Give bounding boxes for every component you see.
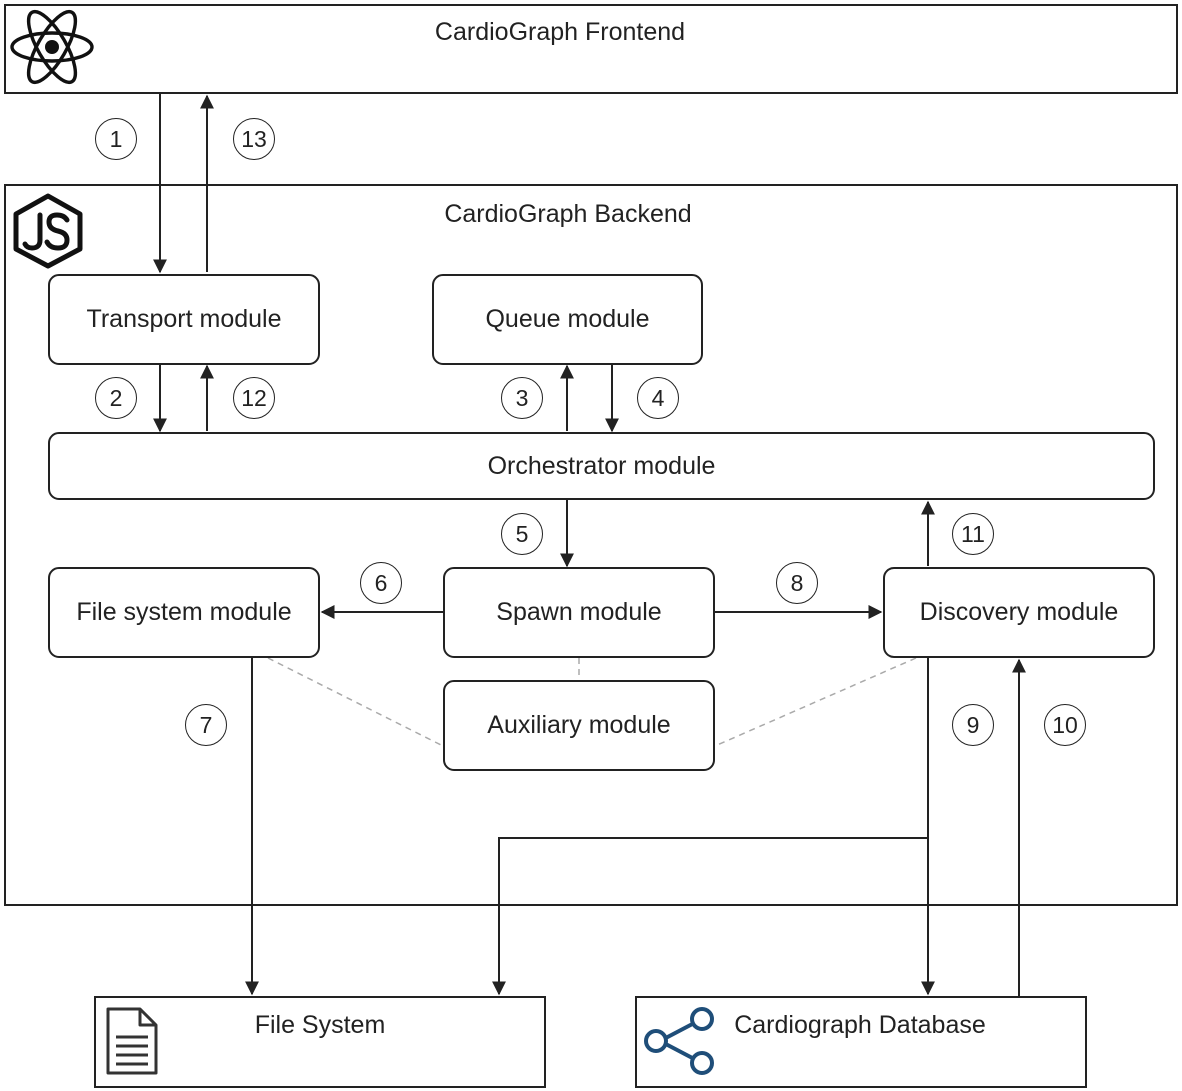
step-13: 13 bbox=[233, 118, 275, 160]
orchestrator-module: Orchestrator module bbox=[48, 432, 1155, 500]
step-8: 8 bbox=[776, 562, 818, 604]
document-icon bbox=[106, 1007, 158, 1075]
transport-module: Transport module bbox=[48, 274, 320, 365]
backend-title: CardioGraph Backend bbox=[444, 200, 692, 228]
database-box bbox=[635, 996, 1087, 1088]
step-1: 1 bbox=[95, 118, 137, 160]
database-title: Cardiograph Database bbox=[734, 1011, 986, 1039]
queue-module: Queue module bbox=[432, 274, 703, 365]
discovery-module: Discovery module bbox=[883, 567, 1155, 658]
spawn-module: Spawn module bbox=[443, 567, 715, 658]
step-4: 4 bbox=[637, 377, 679, 419]
nodejs-icon bbox=[13, 193, 83, 269]
auxiliary-module: Auxiliary module bbox=[443, 680, 715, 771]
file-system-module: File system module bbox=[48, 567, 320, 658]
step-5: 5 bbox=[501, 513, 543, 555]
step-6: 6 bbox=[360, 562, 402, 604]
edge-9-branch bbox=[492, 837, 928, 996]
step-11: 11 bbox=[952, 513, 994, 555]
dashed-link-discovery-auxiliary bbox=[714, 657, 917, 747]
share-icon bbox=[644, 1007, 714, 1075]
step-7: 7 bbox=[185, 704, 227, 746]
step-2: 2 bbox=[95, 377, 137, 419]
frontend-box bbox=[4, 4, 1178, 94]
frontend-title: CardioGraph Frontend bbox=[434, 18, 686, 46]
step-12: 12 bbox=[233, 377, 275, 419]
react-icon bbox=[10, 9, 94, 85]
step-3: 3 bbox=[501, 377, 543, 419]
step-9: 9 bbox=[952, 704, 994, 746]
file-system-title: File System bbox=[254, 1011, 386, 1039]
file-system-box bbox=[94, 996, 546, 1088]
dashed-link-filesystem-auxiliary bbox=[267, 657, 444, 747]
step-10: 10 bbox=[1044, 704, 1086, 746]
